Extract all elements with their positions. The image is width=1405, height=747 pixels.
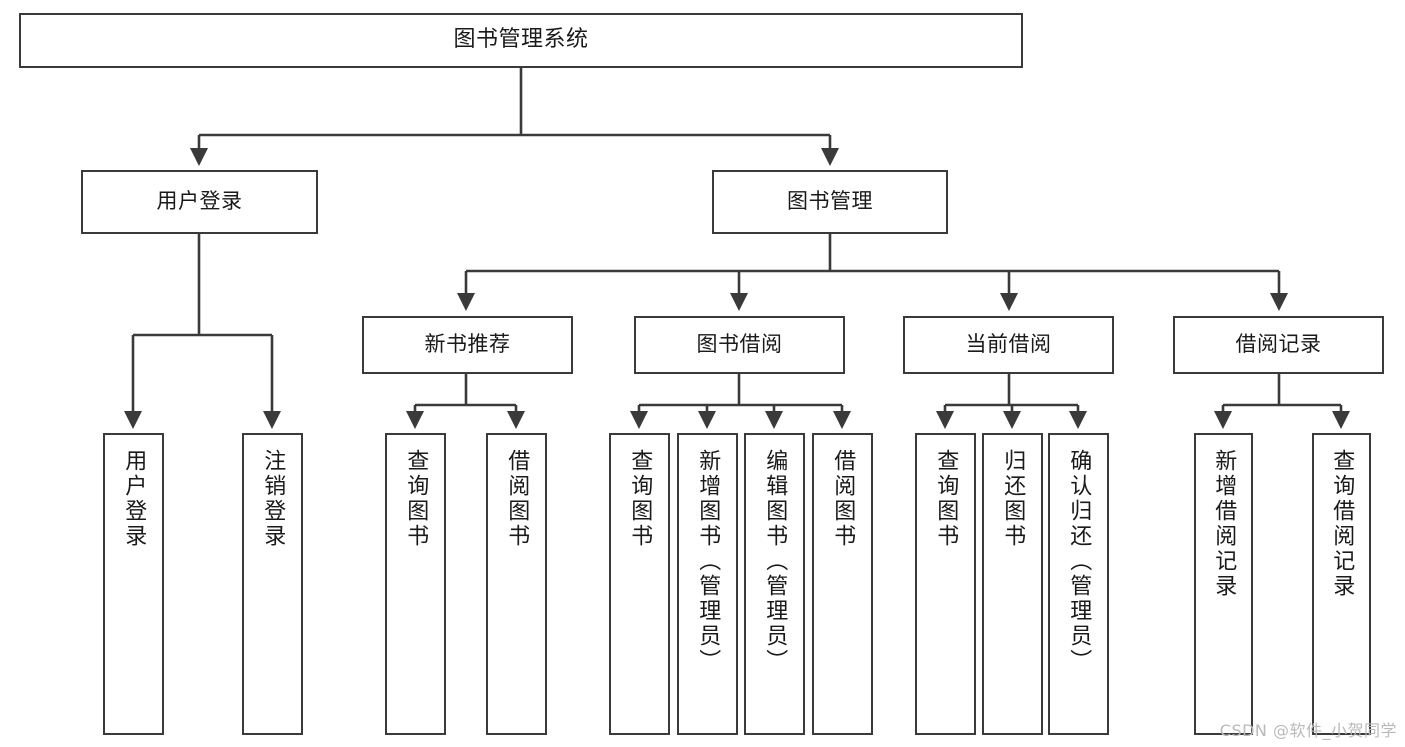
node-book-management-label: 图书管理 — [787, 189, 873, 214]
node-leaf-query-book-3-label: 查询图书 — [933, 449, 959, 549]
watermark-text: CSDN @软件_小贺同学 — [1219, 721, 1397, 740]
node-leaf-add-record[interactable]: 新增借阅记录 — [1194, 433, 1253, 735]
node-leaf-query-record-label: 查询借阅记录 — [1329, 449, 1355, 599]
node-new-book-recommend-label: 新书推荐 — [424, 332, 511, 357]
node-leaf-edit-book[interactable]: 编辑图书（管理员） — [744, 433, 805, 735]
node-root[interactable]: 图书管理系统 — [19, 13, 1023, 68]
node-leaf-confirm-return-label: 确认归还（管理员） — [1066, 449, 1092, 674]
node-leaf-user-login-label: 用户登录 — [121, 449, 147, 549]
node-user-login-label: 用户登录 — [156, 189, 243, 214]
node-book-borrow-label: 图书借阅 — [696, 332, 783, 357]
node-current-borrow[interactable]: 当前借阅 — [903, 316, 1114, 374]
node-borrow-record[interactable]: 借阅记录 — [1173, 316, 1384, 374]
node-current-borrow-label: 当前借阅 — [965, 332, 1052, 357]
node-book-borrow[interactable]: 图书借阅 — [634, 316, 845, 374]
node-leaf-logout-login-label: 注销登录 — [260, 449, 286, 549]
node-leaf-add-book[interactable]: 新增图书（管理员） — [677, 433, 738, 735]
node-borrow-record-label: 借阅记录 — [1235, 332, 1322, 357]
node-leaf-edit-book-label: 编辑图书（管理员） — [762, 449, 788, 674]
node-leaf-borrow-book-2-label: 借阅图书 — [830, 449, 856, 549]
node-leaf-query-book-3[interactable]: 查询图书 — [915, 433, 976, 735]
node-book-management[interactable]: 图书管理 — [712, 170, 948, 234]
node-leaf-query-record[interactable]: 查询借阅记录 — [1312, 433, 1371, 735]
node-leaf-confirm-return[interactable]: 确认归还（管理员） — [1048, 433, 1109, 735]
node-leaf-borrow-book-2[interactable]: 借阅图书 — [812, 433, 873, 735]
node-leaf-query-book-2[interactable]: 查询图书 — [609, 433, 670, 735]
node-root-label: 图书管理系统 — [453, 27, 589, 53]
node-leaf-query-book-1-label: 查询图书 — [403, 449, 429, 549]
node-leaf-borrow-book-1[interactable]: 借阅图书 — [486, 433, 547, 735]
node-user-login[interactable]: 用户登录 — [81, 170, 318, 234]
node-leaf-add-record-label: 新增借阅记录 — [1211, 449, 1237, 599]
node-leaf-query-book-1[interactable]: 查询图书 — [385, 433, 446, 735]
node-leaf-add-book-label: 新增图书（管理员） — [695, 449, 721, 674]
node-leaf-return-book-label: 归还图书 — [1000, 449, 1026, 549]
node-leaf-borrow-book-1-label: 借阅图书 — [504, 449, 530, 549]
node-new-book-recommend[interactable]: 新书推荐 — [362, 316, 573, 374]
node-leaf-logout-login[interactable]: 注销登录 — [242, 433, 303, 735]
node-leaf-return-book[interactable]: 归还图书 — [982, 433, 1043, 735]
node-leaf-query-book-2-label: 查询图书 — [627, 449, 653, 549]
node-leaf-user-login[interactable]: 用户登录 — [103, 433, 164, 735]
